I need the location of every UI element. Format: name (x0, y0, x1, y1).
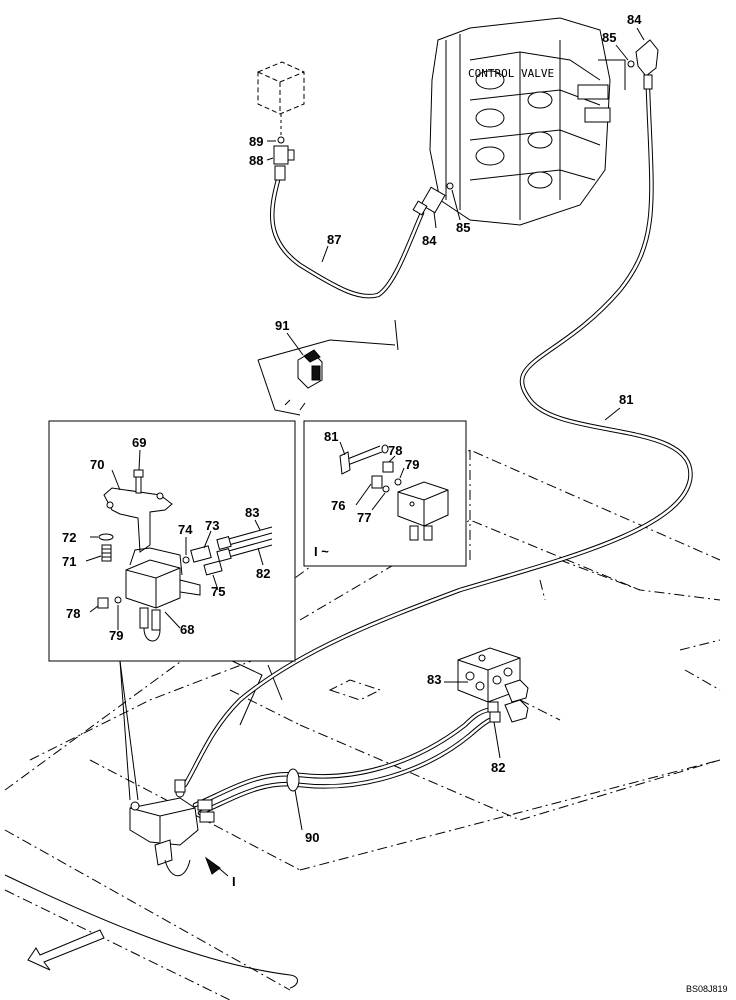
callout-numbers: 84 85 89 88 87 84 85 91 81 69 70 72 71 7… (62, 12, 642, 845)
view-arrow-icon (204, 856, 229, 877)
fitting-84-top (635, 39, 659, 90)
callout-68: 68 (180, 622, 194, 637)
callout-79: 79 (109, 628, 123, 643)
callout-83: 83 (245, 505, 259, 520)
o-ring-85-top (627, 60, 635, 68)
component-box (257, 61, 305, 135)
inset-left-frame (48, 420, 296, 662)
callout-88: 88 (249, 153, 263, 168)
machine-floor-outline (4, 449, 721, 1000)
o-ring-85-mid (446, 182, 454, 190)
callout-72: 72 (62, 530, 76, 545)
control-valve-label: CONTROL VALVE (468, 67, 554, 80)
direction-arrow-icon (27, 929, 105, 971)
inset-left-parts (97, 469, 273, 642)
inset-left-leader (119, 660, 131, 801)
callout-69: 69 (132, 435, 146, 450)
pilot-unit-installed (129, 779, 215, 877)
callout-85: 85 (602, 30, 616, 45)
fitting-88 (273, 145, 295, 181)
callout-82: 82 (491, 760, 505, 775)
control-valve: CONTROL VALVE (429, 17, 626, 226)
callout-75: 75 (211, 584, 225, 599)
hose-81 (182, 87, 693, 788)
inset-marker: I ~ (314, 544, 329, 559)
callout-81: 81 (619, 392, 633, 407)
callout-78: 78 (66, 606, 80, 621)
callout-81: 81 (324, 429, 338, 444)
hose-87 (269, 177, 425, 299)
callout-85: 85 (456, 220, 470, 235)
o-ring-89 (277, 136, 285, 144)
callout-71: 71 (62, 554, 76, 569)
leader-lines (85, 27, 645, 831)
fitting-84-mid (412, 186, 446, 216)
callout-84: 84 (627, 12, 642, 27)
callout-89: 89 (249, 134, 263, 149)
valve-block-lower (457, 647, 529, 723)
drawing-code: BS08J819 (686, 984, 728, 994)
inset-right-parts (339, 444, 449, 541)
callout-74: 74 (178, 522, 193, 537)
callout-70: 70 (90, 457, 104, 472)
callout-73: 73 (205, 518, 219, 533)
callout-76: 76 (331, 498, 345, 513)
callout-83: 83 (427, 672, 441, 687)
callout-79: 79 (405, 457, 419, 472)
callout-87: 87 (327, 232, 341, 247)
view-marker: I (232, 874, 236, 889)
callout-78: 78 (388, 443, 402, 458)
hose-90 (192, 707, 493, 816)
callout-91: 91 (275, 318, 289, 333)
callout-90: 90 (305, 830, 319, 845)
component-91 (257, 319, 399, 416)
callout-77: 77 (357, 510, 371, 525)
callout-84: 84 (422, 233, 437, 248)
callout-82: 82 (256, 566, 270, 581)
